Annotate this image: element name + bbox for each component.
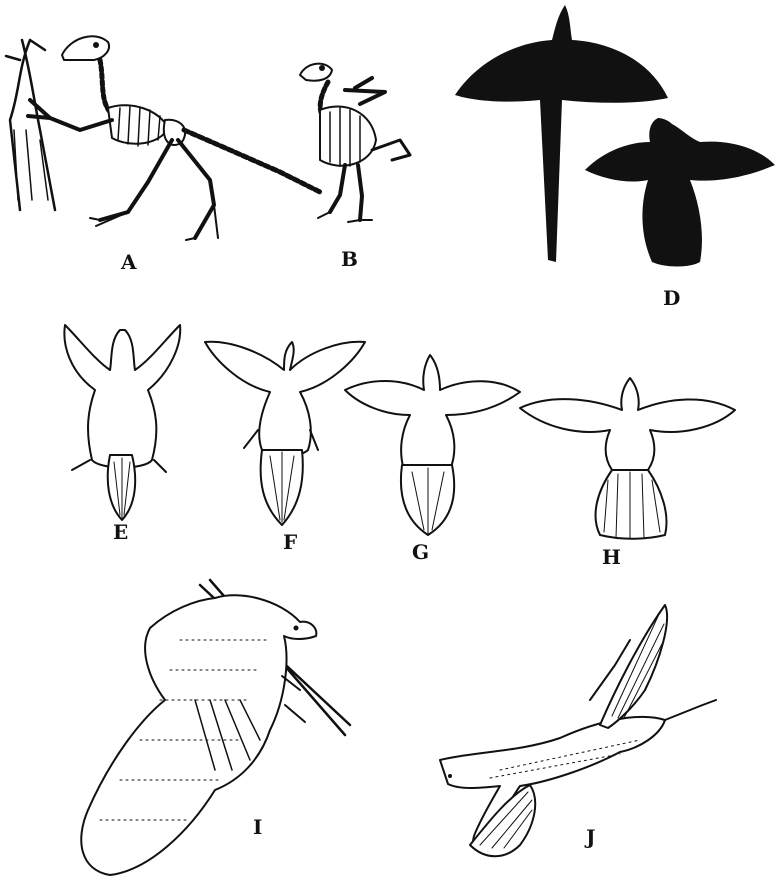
stage-h-illustration (520, 378, 735, 539)
panel-label-j: J (586, 827, 595, 847)
panel-label-f: F (283, 532, 297, 552)
panel-label-g: G (412, 542, 429, 562)
panel-label-b: B (341, 249, 358, 269)
panel-label-h: H (602, 547, 621, 567)
panel-label-i: I (253, 817, 262, 837)
stage-f-illustration (205, 342, 365, 525)
stage-g-illustration (345, 355, 520, 535)
stage-e-illustration (64, 325, 180, 520)
skeleton-b-illustration (300, 64, 410, 222)
creature-i-illustration (81, 580, 350, 875)
creature-j-illustration (440, 605, 716, 856)
silhouette-d-illustration (455, 5, 775, 267)
panel-label-e: E (113, 522, 128, 542)
skeleton-a-illustration (6, 36, 320, 240)
panel-label-a: A (121, 252, 137, 272)
panel-label-d: D (663, 288, 680, 308)
